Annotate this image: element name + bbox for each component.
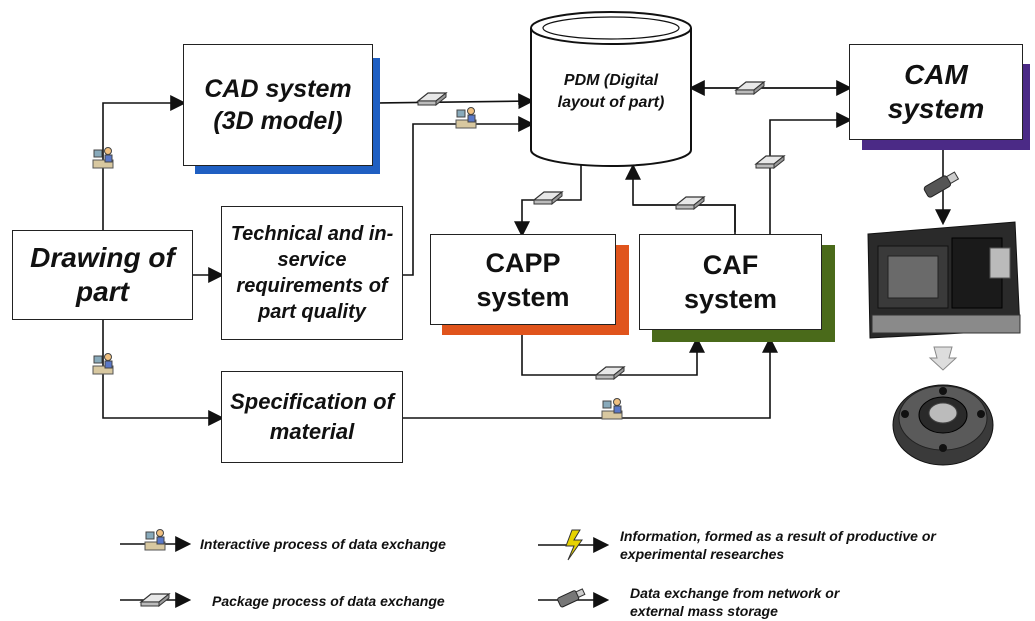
package-exchange-icon — [595, 366, 625, 380]
cad-system-label: CAD system (3D model) — [204, 75, 352, 135]
capp-system-label: CAPP system — [476, 247, 570, 312]
cam-system-box: CAM system — [849, 44, 1023, 140]
package-exchange-icon — [417, 92, 447, 106]
cam-system-label: CAM system — [887, 59, 985, 124]
legend-information-symbol — [538, 529, 610, 561]
legend-package-label: Package process of data exchange — [212, 593, 445, 609]
legend-network-symbol — [538, 588, 610, 608]
caf-system-label: CAF system — [683, 250, 778, 314]
lightning-bolt-icon — [565, 529, 583, 561]
caf-system-box: CAF system — [639, 234, 822, 330]
pdm-label: PDM (Digital layout of part) — [557, 72, 665, 111]
drawing-of-part-box: Drawing of part — [12, 230, 193, 320]
usb-stick-icon — [557, 588, 586, 608]
usb-stick-icon — [923, 171, 960, 198]
legend-interactive-label: Interactive process of data exchange — [200, 536, 446, 552]
pdm-cylinder — [530, 11, 692, 167]
interactive-exchange-icon — [601, 398, 623, 420]
legend-interactive-symbol — [120, 529, 192, 552]
cad-system-box: CAD system (3D model) — [183, 44, 373, 166]
flange-part-image — [892, 384, 994, 466]
legend-package-symbol — [120, 592, 192, 608]
technical-requirements-label: Technical and in-service requirements of… — [230, 223, 394, 323]
cnc-lathe-image — [867, 221, 1021, 339]
drawing-of-part-label: Drawing of part — [30, 242, 175, 307]
legend-network-label: Data exchange from network or external m… — [630, 585, 840, 619]
technical-requirements-box: Technical and in-service requirements of… — [221, 206, 403, 340]
package-exchange-icon — [755, 155, 785, 169]
specification-of-material-label: Specification of material — [230, 389, 394, 444]
package-exchange-icon — [735, 81, 765, 95]
process-arrow-icon — [928, 346, 958, 371]
specification-of-material-box: Specification of material — [221, 371, 403, 463]
interactive-exchange-icon — [455, 107, 477, 129]
legend-information-label: Information, formed as a result of produ… — [620, 528, 936, 562]
capp-system-box: CAPP system — [430, 234, 616, 325]
package-exchange-icon — [675, 196, 705, 210]
package-exchange-icon — [533, 191, 563, 205]
